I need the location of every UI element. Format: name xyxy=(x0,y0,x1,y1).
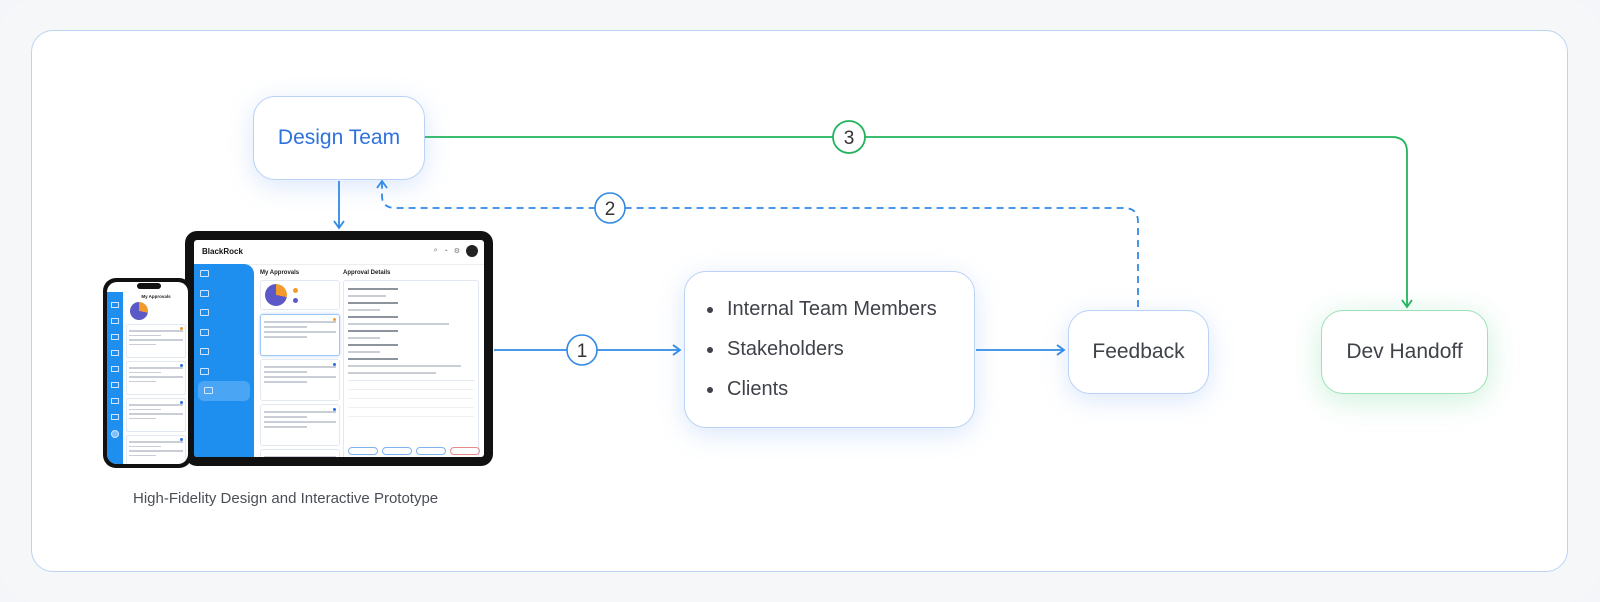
status-dot xyxy=(180,438,183,441)
pie-chart-icon xyxy=(265,284,287,306)
sidebar-icon xyxy=(111,318,119,324)
sidebar-icon xyxy=(111,350,119,356)
sidebar-icon xyxy=(200,270,209,278)
bullet-icon xyxy=(707,346,713,353)
phone-sidebar xyxy=(107,292,123,464)
sidebar-item xyxy=(194,323,254,343)
details-panel xyxy=(343,280,480,457)
approval-card xyxy=(126,324,186,358)
status-dot xyxy=(180,401,183,404)
feedback-node: Feedback xyxy=(1068,310,1209,394)
legend-dot xyxy=(293,288,298,293)
search-icon: ⌕ xyxy=(433,247,438,254)
list-item: Stakeholders xyxy=(707,330,937,370)
dev-handoff-label: Dev Handoff xyxy=(1346,340,1463,363)
gear-icon: ⚙ xyxy=(453,248,460,255)
prototype-caption: High-Fidelity Design and Interactive Pro… xyxy=(133,490,439,507)
approval-card xyxy=(260,359,340,401)
approval-card xyxy=(126,398,186,432)
status-dot xyxy=(333,363,336,366)
tablet-mockup: BlackRock ⌕ ◔ ⚙ My Approvals xyxy=(185,231,493,466)
svg-text:1: 1 xyxy=(577,341,588,362)
sidebar-icon xyxy=(111,334,119,340)
pie-chart-icon xyxy=(130,302,148,320)
reviewers-list-node: Internal Team Members Stakeholders Clien… xyxy=(684,271,975,428)
approvals-title: My Approvals xyxy=(260,270,300,276)
sidebar-icon xyxy=(111,302,119,308)
svg-text:3: 3 xyxy=(844,128,855,149)
step-2-badge: 2 xyxy=(594,192,626,224)
details-table xyxy=(348,380,474,417)
status-dot xyxy=(333,318,336,321)
legend-dot xyxy=(293,298,298,303)
avatar xyxy=(466,245,478,257)
details-column: Approval Details xyxy=(343,270,480,457)
approve-button-shape xyxy=(348,447,378,455)
reassign-button-shape xyxy=(416,447,446,455)
approval-card xyxy=(260,449,340,457)
sidebar-icon xyxy=(111,398,119,404)
phone-notch xyxy=(137,283,161,289)
tablet-screen: BlackRock ⌕ ◔ ⚙ My Approvals xyxy=(194,240,484,457)
approvals-column: My Approvals xyxy=(260,270,340,457)
approval-card xyxy=(126,361,186,395)
sidebar-icon xyxy=(200,367,209,375)
details-title: Approval Details xyxy=(343,270,391,276)
sidebar-icon xyxy=(111,366,119,372)
design-team-node: Design Team xyxy=(253,96,425,180)
arrow-step-2-dashed xyxy=(376,179,1139,307)
sidebar-icon xyxy=(200,328,209,336)
brand-logo: BlackRock xyxy=(202,247,243,256)
svg-text:2: 2 xyxy=(605,199,616,220)
phone-content: My Approvals xyxy=(126,294,186,464)
step-3-badge: 3 xyxy=(832,120,866,154)
approval-card xyxy=(260,314,340,356)
feedback-label: Feedback xyxy=(1092,340,1185,363)
design-team-label: Design Team xyxy=(277,126,401,149)
sidebar-icon xyxy=(200,348,209,356)
approval-card xyxy=(260,404,340,446)
arrow-step-3 xyxy=(425,136,1413,309)
reviewers-list: Internal Team Members Stakeholders Clien… xyxy=(685,290,937,410)
bell-icon: ◔ xyxy=(443,247,448,255)
tablet-header: BlackRock ⌕ ◔ ⚙ xyxy=(194,240,484,265)
sidebar-item xyxy=(194,342,254,362)
bullet-icon xyxy=(707,306,713,313)
sidebar-icon xyxy=(204,387,213,395)
sidebar-icon xyxy=(111,414,119,420)
return-button-shape xyxy=(382,447,412,455)
sidebar-item xyxy=(194,303,254,323)
sidebar-icon xyxy=(200,289,209,297)
dev-handoff-node: Dev Handoff xyxy=(1321,310,1488,394)
status-dot xyxy=(333,408,336,411)
list-item: Clients xyxy=(707,370,937,410)
approval-card xyxy=(126,435,186,464)
approvals-summary xyxy=(260,280,340,310)
phone-title: My Approvals xyxy=(141,294,171,299)
action-buttons xyxy=(348,447,480,455)
sidebar-item-active xyxy=(198,381,250,401)
tablet-sidebar xyxy=(194,264,254,457)
status-dot xyxy=(180,364,183,367)
sidebar-item xyxy=(194,362,254,382)
sidebar-icon-active xyxy=(111,430,119,438)
sidebar-icon xyxy=(200,309,209,317)
status-dot xyxy=(180,327,183,330)
step-1-badge: 1 xyxy=(566,334,598,366)
list-item: Internal Team Members xyxy=(707,290,937,330)
escalate-button-shape xyxy=(450,447,480,455)
phone-mockup: My Approvals xyxy=(103,278,192,468)
sidebar-item xyxy=(194,284,254,304)
sidebar-icon xyxy=(111,382,119,388)
sidebar-item xyxy=(194,264,254,284)
phone-screen: My Approvals xyxy=(107,282,188,464)
bullet-icon xyxy=(707,386,713,393)
